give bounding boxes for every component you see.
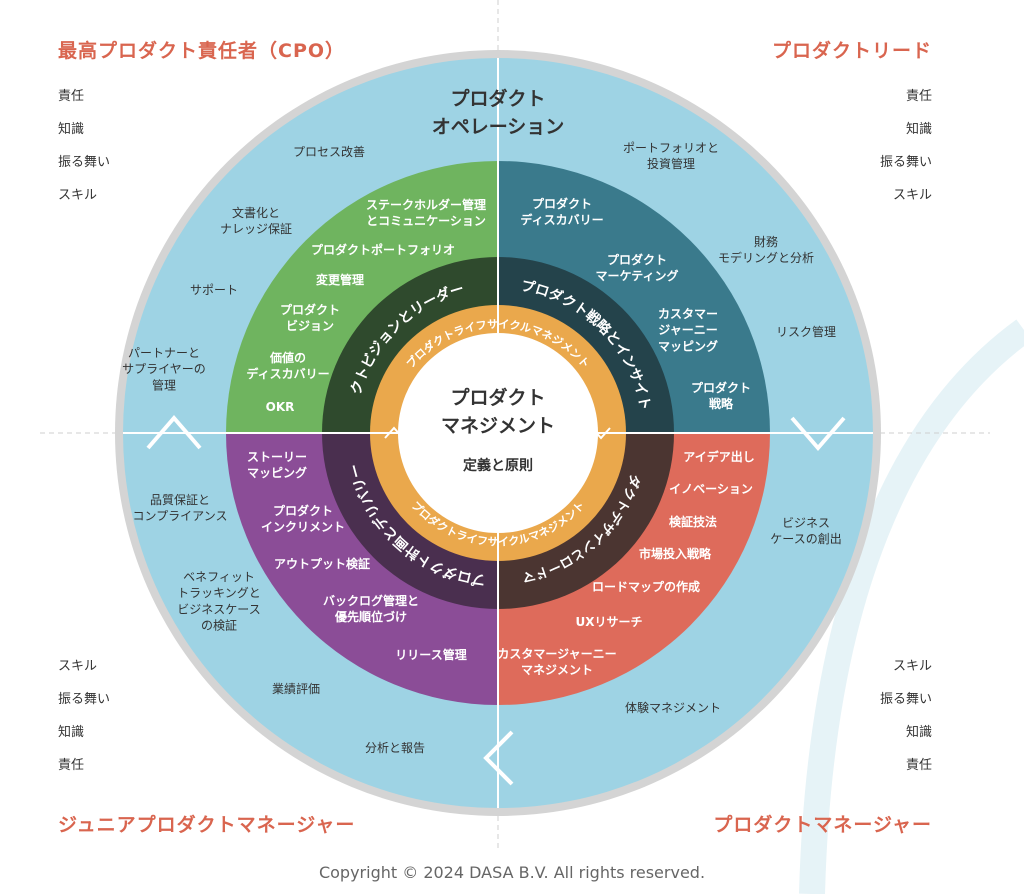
planning-delivery-item: バックログ管理と優先順位づけ [323, 593, 419, 624]
outer-ring-item: リスク管理 [776, 324, 836, 339]
vision-leadership-items: ステークホルダー管理とコミュニケーションプロダクトポートフォリオ変更管理プロダク… [246, 197, 486, 414]
lead-item-responsibility: 責任 [905, 89, 932, 104]
junior-item-responsibility: 責任 [58, 758, 85, 773]
vision-leadership-item: OKR [266, 400, 295, 414]
copyright: Copyright © 2024 DASA B.V. All rights re… [318, 863, 706, 882]
lifecycle-chevron-down-icon [591, 427, 611, 440]
planning-delivery-item: プロダクトインクリメント [261, 503, 345, 534]
cpo-item-knowledge: 知識 [58, 122, 85, 137]
outer-ring-item: ポートフォリオと投資管理 [623, 141, 719, 171]
outer-ring-item: 財務モデリングと分析 [718, 234, 814, 265]
vision-leadership-item: ステークホルダー管理とコミュニケーション [366, 197, 486, 228]
design-roadmap-item: イノベーション [669, 482, 753, 496]
outer-ring-item: 品質保証とコンプライアンス [133, 492, 228, 523]
strategy-insight-item: カスタマージャーニーマッピング [658, 307, 718, 353]
strategy-insight-item: プロダクトマーケティング [595, 252, 678, 283]
pm-item-knowledge: 知識 [905, 725, 932, 740]
corner-title-product-lead: プロダクトリード [771, 40, 932, 62]
planning-delivery-item: リリース管理 [395, 647, 466, 662]
lead-item-knowledge: 知識 [905, 122, 932, 137]
design-roadmap-item: アイデア出し [683, 449, 754, 464]
pm-item-skill: スキル [892, 659, 932, 674]
vision-leadership-item: プロダクトビジョン [280, 302, 340, 333]
chevron-left-icon [483, 730, 514, 786]
center-subtitle: 定義と原則 [463, 457, 533, 474]
outer-ring-item: ビジネスケースの創出 [770, 516, 841, 546]
corner-title-pm: プロダクトマネージャー [713, 814, 932, 836]
planning-delivery-items: ストーリーマッピングプロダクトインクリメントアウトプット検証バックログ管理と優先… [247, 450, 467, 662]
junior-item-knowledge: 知識 [58, 725, 85, 740]
outer-ring-title-line2: オペレーション [432, 116, 565, 138]
strategy-insight-items: プロダクトディスカバリープロダクトマーケティングカスタマージャーニーマッピングプ… [520, 196, 751, 411]
lifecycle-chevron-up-icon [384, 426, 404, 439]
design-roadmap-item: ロードマップの作成 [592, 579, 700, 594]
chevron-down-icon [790, 416, 846, 452]
cpo-item-behavior: 振る舞い [58, 155, 111, 170]
background-arc [799, 319, 1024, 894]
junior-item-skill: スキル [58, 659, 98, 674]
strategy-insight-item: プロダクト戦略 [691, 380, 751, 411]
outer-ring-items: プロセス改善文書化とナレッジ保証サポートパートナーとサプライヤーの管理品質保証と… [122, 141, 842, 755]
cpo-item-skill: スキル [58, 188, 98, 203]
center-title-line2: マネジメント [441, 415, 555, 437]
outer-ring-item: ベネフィットトラッキングとビジネスケースの検証 [177, 570, 261, 633]
design-roadmap-item: UXリサーチ [576, 615, 643, 629]
vision-leadership-item: 価値のディスカバリー [246, 350, 329, 381]
junior-item-behavior: 振る舞い [58, 692, 111, 707]
vision-leadership-item: 変更管理 [316, 272, 364, 287]
design-roadmap-item: 検証技法 [669, 514, 717, 529]
outer-ring-item: 体験マネジメント [625, 700, 721, 715]
center-title-line1: プロダクト [450, 386, 545, 409]
outer-ring-item: プロセス改善 [293, 144, 365, 159]
planning-delivery-item: アウトプット検証 [274, 556, 370, 571]
corner-title-cpo: 最高プロダクト責任者（CPO） [58, 40, 346, 62]
cpo-item-responsibility: 責任 [58, 89, 85, 104]
strategy-insight-item: プロダクトディスカバリー [520, 196, 603, 227]
pm-item-behavior: 振る舞い [879, 692, 932, 707]
outer-ring-item: 文書化とナレッジ保証 [220, 205, 292, 236]
outer-ring-item: 業績評価 [272, 681, 320, 696]
design-roadmap-item: 市場投入戦略 [639, 546, 712, 561]
design-roadmap-item: カスタマージャーニーマネジメント [497, 647, 616, 677]
outer-ring-item: サポート [190, 283, 238, 297]
vision-leadership-item: プロダクトポートフォリオ [311, 242, 455, 257]
pm-item-responsibility: 責任 [905, 758, 932, 773]
lead-item-skill: スキル [892, 188, 932, 203]
lead-item-behavior: 振る舞い [879, 155, 932, 170]
outer-ring-item: パートナーとサプライヤーの管理 [122, 346, 206, 392]
outer-ring-item: 分析と報告 [365, 741, 425, 755]
corner-title-junior-pm: ジュニアプロダクトマネージャー [58, 814, 356, 836]
planning-delivery-item: ストーリーマッピング [247, 450, 307, 480]
chevron-up-icon [146, 414, 202, 450]
outer-ring-title-line1: プロダクト [450, 87, 545, 110]
